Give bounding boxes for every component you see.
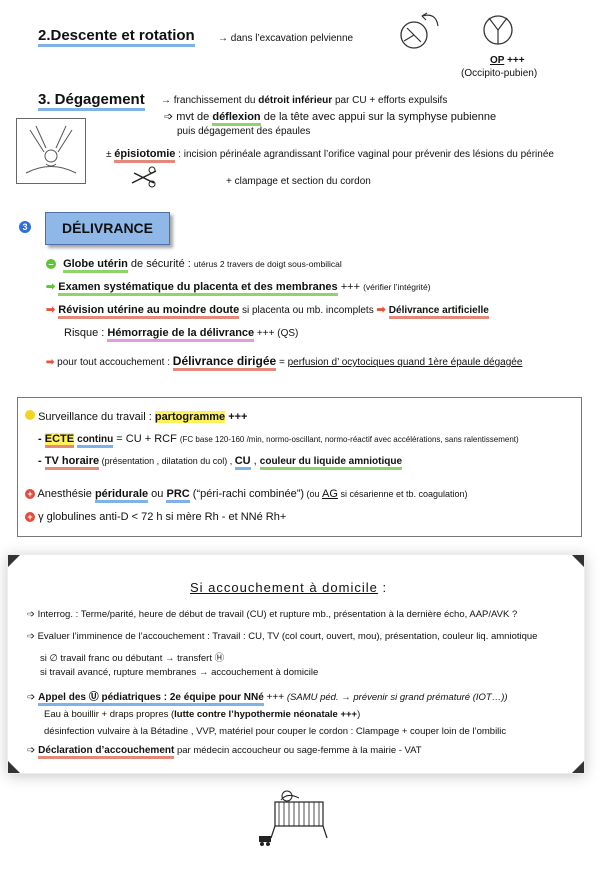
domicile-box: [8, 555, 584, 773]
plus-circle-icon: +: [25, 512, 35, 522]
op-text: OP: [490, 55, 505, 66]
si-travail-avance-line: si travail avancé, rupture membranes → a…: [40, 667, 319, 678]
scissors-icon: [131, 166, 157, 188]
evaluer-line: ➩ Evaluer l’imminence de l’accouchement …: [27, 631, 538, 642]
si-travail-franc-line: si ∅ travail franc ou débutant → transfe…: [40, 653, 225, 664]
op-plus: +++: [507, 55, 525, 66]
tv-horaire-line: - TV horaire (présentation , dilatation …: [38, 455, 403, 470]
gamma-globulines-line: + γ globulines anti-D < 72 h si mère Rh …: [25, 511, 286, 523]
domicile-title: Si accouchement à domicile :: [190, 580, 388, 595]
delivrance-title: DÉLIVRANCE: [62, 220, 154, 236]
section2-title: 2.Descente et rotation: [38, 27, 195, 47]
head-rotation-icon: [400, 12, 439, 49]
section3-title-text: 3. Dégagement: [38, 91, 145, 111]
corner-icon: [572, 555, 584, 567]
section3-line2: ➩ mvt de déflexion de la tête avec appui…: [164, 110, 496, 126]
surveillance-box: [17, 397, 582, 537]
delivrance-title-box: DÉLIVRANCE: [45, 212, 170, 245]
corner-icon: [572, 761, 584, 773]
risque-line: Risque : Hémorragie de la délivrance +++…: [64, 327, 298, 342]
appel-line: ➩ Appel des Ⓤ pédiatriques : 2e équipe p…: [27, 688, 508, 706]
desinfection-line: désinfection vulvaire à la Bétadine , VV…: [44, 726, 507, 737]
declaration-line: ➩ Déclaration d’accouchement par médecin…: [27, 745, 422, 759]
red-arrow-icon: ➡: [376, 304, 386, 316]
section3-line1: → franchissement du détroit inférieur pa…: [161, 95, 448, 106]
anesthesie-line: + Anesthésie péridurale ou PRC (“péri-ra…: [25, 488, 468, 503]
eau-line: Eau à bouillir + draps propres (lutte co…: [44, 709, 361, 720]
section3-title: 3. Dégagement: [38, 91, 145, 111]
clamp-line: + clampage et section du cordon: [226, 176, 371, 187]
corner-icon: [8, 555, 20, 567]
yellow-bullet-icon: [25, 410, 35, 420]
op-label: OP +++: [490, 55, 525, 66]
op-description: (Occipito-pubien): [461, 68, 538, 79]
globe-uterin-line: – Globe utérin de sécurité : utérus 2 tr…: [46, 258, 342, 273]
plus-circle-icon: +: [25, 489, 35, 499]
episiotomie-line: ± épisiotomie : incision périnéale agran…: [106, 148, 554, 163]
section-number-3: 3: [19, 221, 31, 233]
corner-icon: [8, 761, 20, 773]
revision-line: ➡ Révision utérine au moindre doute si p…: [46, 303, 489, 319]
minus-circle-icon: –: [46, 259, 56, 269]
green-arrow-icon: ➡: [46, 281, 56, 293]
ecte-line: - ECTE continu = CU + RCF (FC base 120-1…: [38, 433, 519, 448]
section3-line3: puis dégagement des épaules: [177, 126, 311, 137]
red-arrow-icon: ➡: [46, 357, 55, 368]
section2-arrow-text: → dans l’excavation pelvienne: [218, 33, 354, 44]
crib-illustration-icon: [259, 790, 328, 846]
op-position-icon: [483, 15, 513, 45]
surveillance-line: Surveillance du travail : partogramme ++…: [25, 410, 247, 423]
examen-line: ➡ Examen systématique du placenta et des…: [46, 280, 431, 296]
delivrance-dirigee-line: ➡ pour tout accouchement : Délivrance di…: [46, 354, 522, 371]
interrog-line: ➩ Interrog. : Terme/parité, heure de déb…: [27, 609, 518, 620]
delivery-illustration-icon: [16, 118, 86, 184]
red-arrow-icon: ➡: [46, 304, 56, 316]
section2-title-text: 2.Descente et rotation: [38, 27, 195, 47]
